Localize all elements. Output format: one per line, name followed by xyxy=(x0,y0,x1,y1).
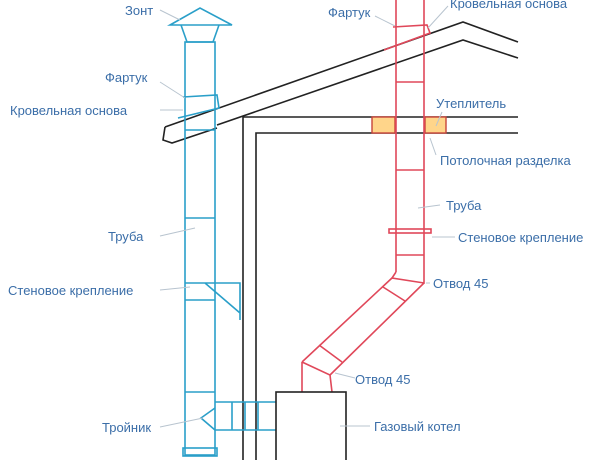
external-chimney xyxy=(166,7,276,457)
roof-top-line xyxy=(164,21,519,128)
label-elbow-upper: Отвод 45 xyxy=(433,276,488,291)
right-wall-bracket xyxy=(388,228,432,234)
left-apron xyxy=(177,94,220,119)
upper-elbow xyxy=(390,271,425,284)
label-right-apron: Фартук xyxy=(328,5,371,20)
label-left-apron: Фартук xyxy=(105,70,148,85)
gas-boiler xyxy=(275,391,347,460)
label-umbrella: Зонт xyxy=(125,3,153,18)
label-right-pipe: Труба xyxy=(446,198,482,213)
label-right-wall-mount: Стеновое крепление xyxy=(458,230,583,245)
umbrella-collar xyxy=(180,24,220,43)
label-boiler: Газовый котел xyxy=(374,419,461,434)
tee-cone xyxy=(199,407,216,431)
label-insulation: Утеплитель xyxy=(436,96,506,111)
lower-elbow xyxy=(301,361,333,393)
inner-wall xyxy=(255,132,518,460)
tee-branch xyxy=(215,401,276,431)
umbrella xyxy=(166,7,233,26)
label-tee: Тройник xyxy=(102,420,151,435)
roof-eave xyxy=(162,126,218,144)
right-apron xyxy=(383,24,432,51)
leader-lines xyxy=(159,5,455,428)
roof-bottom-line xyxy=(216,39,519,126)
label-right-roof-base: Кровельная основа xyxy=(450,0,568,11)
insulation-left xyxy=(371,116,396,134)
left-wall-bracket xyxy=(185,282,241,320)
internal-chimney xyxy=(301,0,447,393)
label-left-pipe: Труба xyxy=(108,229,144,244)
label-ceiling-passage: Потолочная разделка xyxy=(440,153,571,168)
label-left-roof-base: Кровельная основа xyxy=(10,103,128,118)
external-pipe xyxy=(184,41,216,456)
label-elbow-lower: Отвод 45 xyxy=(355,372,410,387)
label-left-wall-mount: Стеновое крепление xyxy=(8,283,133,298)
diagonal-pipe xyxy=(301,277,425,376)
insulation-right xyxy=(424,116,447,134)
